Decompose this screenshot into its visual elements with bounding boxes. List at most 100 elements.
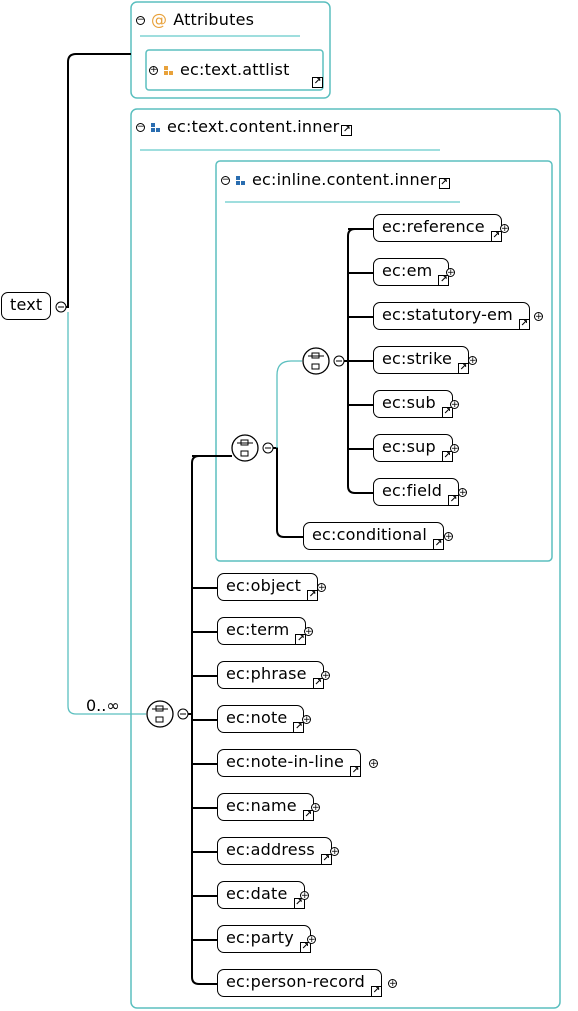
element-label: ec:party [226, 928, 294, 947]
element-conditional[interactable]: ec:conditional ↗ [303, 522, 445, 550]
expand-icon[interactable]: + [450, 444, 459, 454]
element-name[interactable]: ec:name ↗ [217, 793, 314, 821]
element-phrase[interactable]: ec:phrase ↗ [217, 661, 324, 689]
attributes-header: −@ Attributes [136, 10, 254, 29]
attributes-title: Attributes [173, 10, 255, 29]
element-label: ec:date [226, 884, 288, 903]
collapse-icon[interactable]: − [136, 122, 145, 132]
reference-arrow-icon[interactable]: ↗ [320, 854, 332, 865]
reference-arrow-icon[interactable]: ↗ [438, 178, 450, 189]
expand-icon[interactable]: + [311, 803, 320, 813]
expand-icon[interactable]: + [388, 979, 397, 989]
expand-icon[interactable]: + [300, 891, 309, 901]
reference-arrow-icon[interactable]: ↗ [312, 678, 324, 689]
expand-icon[interactable]: + [149, 65, 158, 75]
inner-group-header[interactable]: − ec:inline.content.inner↗ [221, 170, 450, 189]
inner-group-frame [215, 160, 553, 562]
collapse-icon[interactable]: − [136, 15, 145, 25]
element-note-in-line[interactable]: ec:note-in-line ↗ [217, 749, 362, 777]
outer-group-frame [130, 108, 561, 1009]
element-statutory-em[interactable]: ec:statutory-em ↗ [373, 302, 530, 330]
reference-arrow-icon[interactable]: ↗ [312, 77, 323, 88]
reference-arrow-icon[interactable]: ↗ [458, 363, 470, 374]
element-reference[interactable]: ec:reference ↗ [373, 214, 502, 242]
expand-icon[interactable]: + [444, 532, 453, 542]
expand-icon[interactable]: + [321, 671, 330, 681]
element-label: ec:note-in-line [226, 752, 345, 771]
reference-arrow-icon[interactable]: ↗ [441, 451, 453, 462]
expand-icon[interactable]: + [534, 312, 543, 322]
element-note[interactable]: ec:note ↗ [217, 705, 305, 733]
attributes-frame [130, 1, 331, 99]
element-label: ec:phrase [226, 664, 307, 683]
group-icon [151, 122, 161, 133]
group-icon [236, 175, 246, 186]
element-label: ec:conditional [312, 525, 428, 544]
middle-choice-icon[interactable] [231, 434, 274, 462]
reference-arrow-icon[interactable]: ↗ [295, 634, 307, 645]
element-label: ec:person-record [226, 972, 365, 991]
expand-icon[interactable]: + [317, 583, 326, 593]
reference-arrow-icon[interactable]: ↗ [448, 495, 460, 506]
element-field[interactable]: ec:field ↗ [373, 478, 460, 506]
element-label: ec:reference [382, 217, 485, 236]
expand-icon[interactable]: + [304, 627, 313, 637]
reference-arrow-icon[interactable]: ↗ [293, 722, 305, 733]
expand-icon[interactable]: + [458, 488, 467, 498]
element-label: ec:object [226, 576, 302, 595]
element-em[interactable]: ec:em↗ [373, 258, 450, 286]
expand-icon[interactable]: + [446, 268, 455, 278]
inner-group-title: ec:inline.content.inner [252, 170, 437, 189]
element-label: ec:address [226, 840, 315, 859]
element-term[interactable]: ec:term↗ [217, 617, 307, 645]
attlist-label: ec:text.attlist [180, 60, 290, 79]
element-label: ec:sup [382, 437, 436, 456]
expand-icon[interactable]: + [302, 715, 311, 725]
outer-group-header[interactable]: − ec:text.content.inner↗ [136, 117, 353, 136]
element-party[interactable]: ec:party ↗ [217, 925, 311, 953]
cardinality-label: 0..∞ [86, 696, 120, 715]
text-collapse-icon[interactable] [55, 301, 67, 313]
inner-choice-icon[interactable] [302, 347, 345, 375]
expand-icon[interactable]: + [500, 224, 509, 234]
at-icon: @ [151, 10, 168, 29]
reference-arrow-icon[interactable]: ↗ [302, 810, 314, 821]
element-sub[interactable]: ec:sub↗ [373, 390, 453, 418]
outer-group-title: ec:text.content.inner [167, 117, 340, 136]
element-person-record[interactable]: ec:person-record ↗ [217, 969, 382, 997]
element-label: ec:field [382, 481, 443, 500]
attlist-item[interactable]: + ec:text.attlist [149, 60, 290, 79]
element-strike[interactable]: ec:strike ↗ [373, 346, 470, 374]
expand-icon[interactable]: + [330, 847, 339, 857]
reference-arrow-icon[interactable]: ↗ [490, 231, 502, 242]
element-date[interactable]: ec:date ↗ [217, 881, 305, 909]
element-label: ec:statutory-em [382, 305, 513, 324]
element-sup[interactable]: ec:sup ↗ [373, 434, 453, 462]
expand-icon[interactable]: + [468, 356, 477, 366]
reference-arrow-icon[interactable]: ↗ [438, 275, 450, 286]
root-label: text [10, 295, 43, 314]
expand-icon[interactable]: + [450, 400, 459, 410]
outer-choice-icon[interactable] [146, 700, 189, 728]
reference-arrow-icon[interactable]: ↗ [433, 539, 445, 550]
element-label: ec:note [226, 708, 288, 727]
collapse-icon[interactable]: − [221, 175, 230, 185]
root-element-text[interactable]: text [1, 292, 52, 320]
reference-arrow-icon[interactable]: ↗ [370, 986, 382, 997]
attlist-frame [145, 49, 324, 91]
element-object[interactable]: ec:object ↗ [217, 573, 319, 601]
element-label: ec:name [226, 796, 297, 815]
reference-arrow-icon[interactable]: ↗ [293, 898, 305, 909]
expand-icon[interactable]: + [307, 935, 316, 945]
expand-icon[interactable]: + [369, 759, 378, 769]
element-label: ec:strike [382, 349, 453, 368]
reference-arrow-icon[interactable]: ↗ [350, 766, 362, 777]
reference-arrow-icon[interactable]: ↗ [518, 319, 530, 330]
reference-arrow-icon[interactable]: ↗ [341, 125, 353, 136]
reference-arrow-icon[interactable]: ↗ [307, 590, 319, 601]
attribute-group-icon [164, 65, 174, 76]
element-address[interactable]: ec:address ↗ [217, 837, 332, 865]
reference-arrow-icon[interactable]: ↗ [441, 407, 453, 418]
reference-arrow-icon[interactable]: ↗ [299, 942, 311, 953]
